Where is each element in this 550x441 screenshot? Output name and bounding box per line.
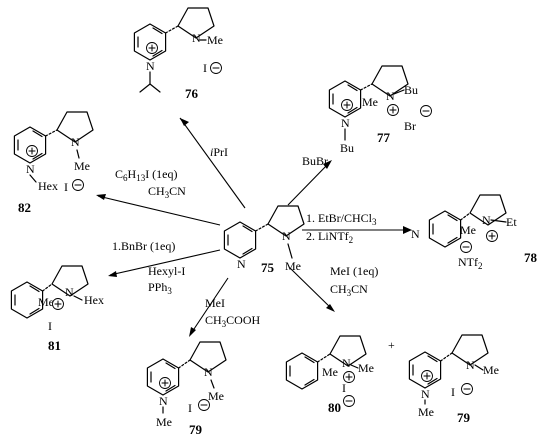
compound-81: N N Me Hex I 81 <box>10 265 104 353</box>
methyl-label: Me <box>38 295 54 309</box>
atom-n: N <box>482 213 491 227</box>
compound-78: N N Et Me NTf+2 78 <box>411 194 538 271</box>
reagent-to-81-b: Hexyl-I <box>148 264 185 278</box>
compound-number: 75 <box>261 260 275 275</box>
arrowhead <box>326 304 335 312</box>
reagent-to-81-a: 1.BnBr (1eq) <box>112 239 175 253</box>
hexyl-label: Hex <box>38 179 58 193</box>
hexyl-label: Hex <box>84 293 104 307</box>
atom-n: N <box>237 257 246 271</box>
plus-sign: + <box>388 338 395 352</box>
atom-n: N <box>341 116 350 130</box>
methyl-label: Me <box>74 159 90 173</box>
compound-80: N N Me Me I 80 <box>285 335 374 415</box>
reagent-to-78-a: 1. EtBr/CHCl3 <box>306 211 377 227</box>
atom-n: N <box>421 387 430 401</box>
compound-number: 76 <box>185 86 199 101</box>
compound-79-second: N Me N Me I 79 <box>408 334 499 425</box>
compound-number: 77 <box>377 130 391 145</box>
reagent-to-82-b: CH3CN <box>148 184 186 200</box>
iodide-label: I <box>48 319 52 333</box>
methyl-label: Me <box>460 223 476 237</box>
atom-n: N <box>466 358 475 372</box>
arrowhead <box>189 327 196 337</box>
atom-n: N <box>159 394 168 408</box>
reagent-to-82-a: C6H13I (1eq) <box>115 167 178 183</box>
arrow-to-77 <box>287 161 331 206</box>
iodide-label: I <box>203 61 207 75</box>
compound-number: 79 <box>457 410 471 425</box>
compound-number: 78 <box>524 250 538 265</box>
iodide-label: I <box>451 385 455 399</box>
compound-76: N N Me I 76 <box>133 7 223 101</box>
atom-n: N <box>192 31 201 45</box>
arrow-to-81 <box>109 249 221 276</box>
reagent-to-76: iPrI <box>210 145 228 159</box>
atom-n: N <box>411 227 420 241</box>
arrowhead <box>403 226 412 234</box>
methyl-label: Me <box>483 363 499 377</box>
methyl-label: Me <box>285 259 301 273</box>
reagent-to-81-c: PPh3 <box>148 280 172 296</box>
methyl-label: Me <box>358 361 374 375</box>
butyl-label: Bu <box>404 83 418 97</box>
arrowhead <box>323 160 332 169</box>
atom-n: N <box>65 285 74 299</box>
atom-n: N <box>282 229 291 243</box>
atom-n: N <box>386 89 395 103</box>
reagent-to-77: BuBr <box>302 154 328 168</box>
reagent-to-80-b: CH3CN <box>330 282 368 298</box>
methyl-label: Me <box>156 415 172 429</box>
atom-n: N <box>146 59 155 73</box>
reagent-to-78-b: 2. LiNTf2 <box>306 229 353 245</box>
arrow-to-82 <box>97 195 221 226</box>
methyl-label: Me <box>322 365 338 379</box>
methyl-label: Me <box>208 389 224 403</box>
compound-82: N Hex N Me I 82 <box>13 111 94 215</box>
bromide-label: Br <box>404 119 416 133</box>
arrow-to-79 <box>189 277 229 336</box>
atom-n: N <box>26 162 35 176</box>
compound-77: N Bu N Bu Me Br 77 <box>328 65 432 155</box>
butyl-label: Bu <box>340 141 354 155</box>
compound-number: 82 <box>18 200 31 215</box>
methyl-label: Me <box>207 33 223 47</box>
methyl-label: Me <box>418 405 434 419</box>
reagent-to-79-a: MeI <box>205 296 225 310</box>
ethyl-label: Et <box>506 215 517 229</box>
arrow-to-80 <box>289 267 334 311</box>
compound-75: N N Me 75 <box>223 205 305 275</box>
compound-79: N Me N Me I 79 <box>146 341 227 437</box>
iodide-label: I <box>64 180 68 194</box>
triflimide-label: NTf+2 <box>458 255 483 271</box>
compound-number: 80 <box>328 400 341 415</box>
arrowhead <box>96 194 106 200</box>
atom-n: N <box>204 365 213 379</box>
reagent-to-80-a: MeI (1eq) <box>330 264 378 278</box>
iodide-label: I <box>342 381 346 395</box>
arrowhead <box>180 118 189 126</box>
compound-number: 79 <box>189 422 203 437</box>
reagent-to-79-b: CH3COOH <box>205 313 261 329</box>
compound-number: 81 <box>48 338 61 353</box>
arrowhead <box>108 271 117 277</box>
arrows <box>96 117 412 337</box>
methyl-label: Me <box>362 95 378 109</box>
conditions: iPrI BuBr C6H13I (1eq) CH3CN 1. EtBr/CHC… <box>112 145 378 329</box>
atom-n: N <box>342 356 351 370</box>
atom-n: N <box>71 135 80 149</box>
iodide-label: I <box>188 401 192 415</box>
arrow-to-76 <box>179 117 246 209</box>
